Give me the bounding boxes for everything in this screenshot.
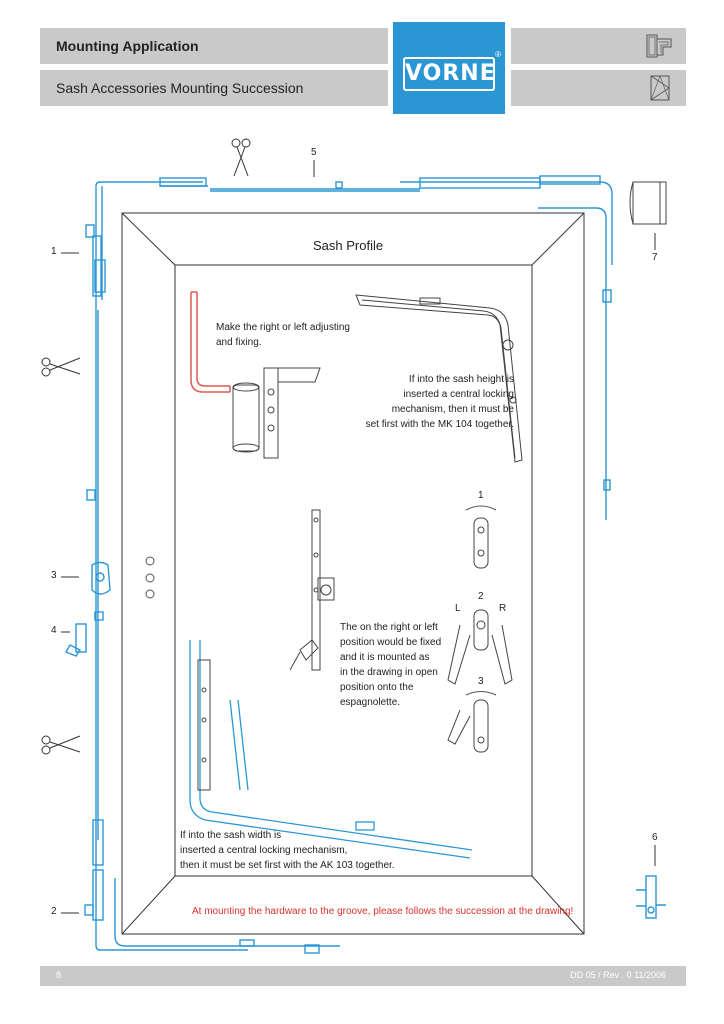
right-label: R bbox=[499, 603, 507, 614]
sash-width-note: If into the sash width is inserted a cen… bbox=[180, 830, 395, 871]
hardware-rail-bottom bbox=[114, 878, 340, 954]
screw-holes bbox=[145, 556, 155, 599]
label-leaders bbox=[61, 160, 656, 914]
vorne-logo: VORNE ® bbox=[393, 22, 505, 114]
scissors-icon bbox=[41, 357, 81, 377]
warning-note: At mounting the hardware to the groove, … bbox=[192, 906, 574, 917]
header-subtitle-bar: Sash Accessories Mounting Succession bbox=[40, 70, 388, 106]
rod-details bbox=[197, 659, 211, 791]
hardware-rail-right bbox=[538, 207, 612, 520]
scissors-icon bbox=[231, 138, 251, 177]
registered-mark: ® bbox=[495, 50, 501, 59]
step-label-3: 3 bbox=[478, 676, 484, 687]
hinge-assembly bbox=[232, 367, 321, 459]
part-label-7: 7 bbox=[652, 252, 658, 263]
part-label-1: 1 bbox=[51, 246, 57, 257]
sash-profile-frame bbox=[121, 212, 585, 935]
fixed-position-note: The on the right or left position would … bbox=[340, 622, 442, 708]
part-3-connector bbox=[91, 561, 111, 595]
profile-section-icon bbox=[646, 34, 672, 58]
central-lock-assembly bbox=[289, 509, 335, 671]
part-4-lock bbox=[64, 623, 87, 657]
part-label-5: 5 bbox=[311, 147, 317, 158]
header-title-bar: Mounting Application bbox=[40, 28, 388, 64]
header-icon-bar-top bbox=[511, 28, 686, 64]
scissors-icon bbox=[41, 735, 81, 755]
page-subtitle: Sash Accessories Mounting Succession bbox=[56, 80, 304, 96]
sash-window-icon bbox=[650, 75, 670, 101]
sash-profile-title: Sash Profile bbox=[313, 238, 384, 253]
part-7-endcap bbox=[629, 181, 667, 225]
part-label-3: 3 bbox=[51, 570, 57, 581]
sash-height-note: If into the sash height is inserted a ce… bbox=[365, 374, 514, 430]
allen-key bbox=[190, 291, 231, 393]
corner-drive bbox=[355, 294, 523, 463]
hardware-rail-top bbox=[210, 175, 613, 265]
step-2-handle bbox=[447, 609, 513, 685]
step-3-handle bbox=[447, 691, 497, 753]
logo-text: VORNE bbox=[403, 57, 495, 91]
page-footer: 8 DD 05 / Rev . 0 11/2006 bbox=[40, 966, 686, 986]
step-1-handle bbox=[465, 505, 497, 569]
hardware-rail-left bbox=[84, 177, 248, 951]
page-number: 8 bbox=[56, 970, 62, 980]
step-label-2: 2 bbox=[478, 591, 484, 602]
part-label-6: 6 bbox=[652, 832, 658, 843]
part-label-4: 4 bbox=[51, 625, 57, 636]
part-label-2: 2 bbox=[51, 906, 57, 917]
header-icon-bar-bottom bbox=[511, 70, 686, 106]
step-label-1: 1 bbox=[478, 490, 484, 501]
document-revision: DD 05 / Rev . 0 11/2006 bbox=[570, 970, 666, 980]
adjusting-note: Make the right or left adjusting and fix… bbox=[216, 322, 350, 348]
part-6-bracket bbox=[636, 875, 666, 919]
page-title: Mounting Application bbox=[56, 38, 199, 54]
left-label: L bbox=[455, 603, 461, 614]
corner-rod bbox=[189, 640, 473, 859]
